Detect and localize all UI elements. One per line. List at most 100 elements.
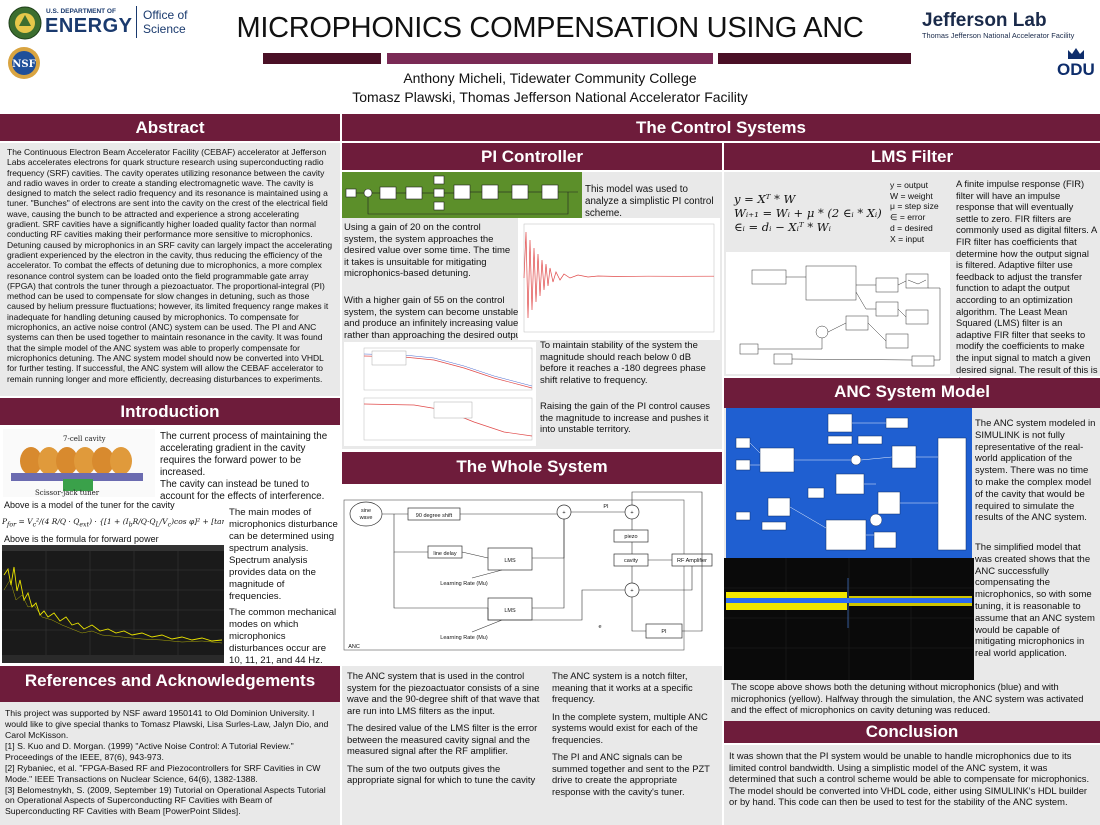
reference-2: [2] Rybaniec, et al. "FPGA-Based RF and …	[5, 762, 321, 784]
author-line-1: Anthony Micheli, Tidewater Community Col…	[403, 70, 697, 86]
diag-cavity-label: cavity	[624, 558, 638, 564]
lms-eq-1: y = Xᵀ * W	[734, 192, 796, 206]
whole-text-1b: The desired value of the LMS filter is t…	[347, 722, 538, 756]
anc-model-header: ANC System Model	[724, 378, 1100, 408]
nsf-text: NSF	[12, 59, 35, 70]
jlab-sub: Thomas Jefferson National Accelerator Fa…	[922, 31, 1075, 40]
whole-text-2a: The ANC system is a notch filter, meanin…	[552, 670, 693, 704]
doe-logo: U.S. DEPARTMENT OF ENERGY	[8, 6, 136, 40]
conclusion-body: It was shown that the PI system would be…	[729, 750, 1090, 808]
diag-anc-label: ANC	[348, 644, 360, 650]
diag-e-label: e	[598, 624, 601, 630]
whole-system-header: The Whole System	[342, 452, 722, 484]
anc-model-panel: The ANC system modeled in SIMULINK is no…	[724, 408, 1100, 721]
forward-power-formula: Pfor = Vc²/(4 R/Q · Qext) · {[1 + (IbR/Q…	[2, 517, 224, 529]
whole-system-text-panel: The ANC system that is used in the contr…	[342, 666, 722, 825]
intro-p1: The current process of maintaining the a…	[160, 431, 328, 478]
whole-system-diagram: sine wave 90 degree shift line delay LMS…	[343, 491, 713, 651]
doe-seal-icon	[8, 6, 42, 40]
tuner-label: Scissor-jack tuner	[35, 489, 100, 497]
poster-title: MICROPHONICS COMPENSATION USING ANC	[236, 12, 864, 44]
abstract-panel: The Continuous Electron Beam Accelerator…	[0, 143, 340, 396]
lms-eq-3: ∈ᵢ = dᵢ − Xᵢᵀ * Wᵢ	[734, 220, 831, 234]
intro-p3: The main modes of microphonics disturban…	[229, 507, 338, 602]
author-line-2: Tomasz Plawski, Thomas Jefferson Nationa…	[352, 89, 748, 105]
conclusion-panel: It was shown that the PI system would be…	[724, 745, 1100, 825]
header-bar-center	[387, 53, 713, 64]
spectrum-analyzer-figure	[2, 545, 224, 663]
anc-scope-plot	[724, 558, 974, 680]
lms-legend-y: y = output	[890, 180, 928, 190]
lms-filter-panel: y = Xᵀ * W Wᵢ₊₁ = Wᵢ + μ * (2 ∈ᵢ * Xᵢ) ∈…	[724, 172, 1100, 386]
science-text: Science	[143, 22, 186, 36]
diag-lms2-label: LMS	[504, 608, 516, 614]
introduction-panel: 7-cell cavity Scissor-jack tuner The cur…	[0, 427, 340, 666]
pi-controller-header: PI Controller	[342, 143, 722, 170]
intro-p2: The cavity can instead be tuned to accou…	[160, 479, 325, 502]
svg-text:+: +	[630, 510, 633, 516]
doe-big-text: ENERGY	[45, 15, 133, 37]
diag-piezo-label: piezo	[624, 534, 637, 540]
spectrum-trace	[3, 566, 223, 642]
abstract-header: Abstract	[0, 114, 340, 141]
lms-eq-2: Wᵢ₊₁ = Wᵢ + μ * (2 ∈ᵢ * Xᵢ)	[734, 206, 882, 220]
scope-blue-trace	[726, 598, 972, 603]
conclusion-header: Conclusion	[724, 721, 1100, 743]
whole-text-2c: The PI and ANC signals can be summed tog…	[552, 751, 710, 797]
reference-3: [3] Belomestnykh, S. (2009, September 19…	[5, 784, 326, 817]
lms-simulink-diagram	[726, 252, 950, 374]
nsf-logo-icon: NSF	[8, 47, 40, 79]
lms-equations: y = Xᵀ * W Wᵢ₊₁ = Wᵢ + μ * (2 ∈ᵢ * Xᵢ) ∈…	[734, 192, 894, 234]
anc-scope-caption: The scope above shows both the detuning …	[731, 682, 1084, 715]
whole-system-diagram-area: sine wave 90 degree shift line delay LMS…	[342, 486, 722, 664]
office-of-science: Office of Science	[143, 8, 187, 36]
introduction-header: Introduction	[0, 398, 340, 425]
pi-bode-plot	[344, 342, 536, 446]
odu-crown-icon	[1068, 48, 1084, 59]
anc-model-p1: The ANC system modeled in SIMULINK is no…	[975, 418, 1096, 524]
control-systems-header: The Control Systems	[342, 114, 1100, 141]
step-response-trace	[523, 231, 715, 319]
lms-legend-mu: μ = step size	[890, 201, 939, 212]
doe-small-text: U.S. DEPARTMENT OF	[46, 8, 116, 15]
lms-legend: y = output W = weight μ = step size ∈ = …	[890, 180, 952, 244]
diag-lr2-label: Learning Rate (Mu)	[440, 635, 488, 641]
whole-text-1c: The sum of the two outputs gives the app…	[347, 762, 536, 786]
diag-rfamp-label: RF Amplifier	[677, 558, 707, 564]
cavity-tuner-figure: 7-cell cavity Scissor-jack tuner	[3, 429, 155, 497]
cavity-cells	[20, 447, 132, 475]
diag-sum1-label: +	[562, 510, 565, 516]
lms-body-text: A finite impulse response (FIR) filter w…	[956, 178, 1098, 386]
pi-step-response-plot	[518, 218, 720, 340]
lms-legend-d: d = desired	[890, 222, 933, 233]
intro-caption-1: Above is a model of the tuner for the ca…	[4, 500, 175, 510]
pi-gain-raise-text: Raising the gain of the PI control cause…	[540, 401, 711, 436]
intro-p4: The common mechanical modes on which mic…	[229, 607, 337, 666]
diag-lms1-label: LMS	[504, 558, 516, 564]
svg-text:wave: wave	[359, 515, 373, 521]
jlab-name: Jefferson Lab	[922, 10, 1047, 31]
anc-model-p2: The simplified model that was created sh…	[975, 542, 1095, 660]
pi-gain20-text: Using a gain of 20 on the control system…	[344, 222, 511, 280]
diag-pi-label: PI	[661, 629, 667, 635]
pi-model-description: This model was used to analyze a simplis…	[585, 184, 714, 219]
odu-logo-text: ODU	[1057, 60, 1095, 79]
office-text: Office of	[143, 8, 188, 22]
whole-text-2b: In the complete system, multiple ANC sys…	[552, 710, 708, 745]
svg-text:+: +	[630, 588, 633, 594]
lms-filter-header: LMS Filter	[724, 143, 1100, 170]
pi-simulink-model	[342, 172, 582, 218]
references-header: References and Acknowledgements	[0, 666, 340, 702]
intro-caption-2: Above is the formula for forward power	[4, 534, 159, 544]
pi-gain55-text: With a higher gain of 55 on the control …	[344, 295, 527, 341]
lms-legend-w: W = weight	[890, 190, 933, 201]
references-panel: This project was supported by NSF award …	[0, 702, 340, 825]
pi-controller-panel: This model was used to analyze a simplis…	[342, 172, 722, 449]
abstract-body: The Continuous Electron Beam Accelerator…	[7, 147, 333, 384]
cavity-label: 7-cell cavity	[63, 435, 106, 443]
jlab-logo: Jefferson Lab Thomas Jefferson National …	[922, 10, 1097, 40]
diag-sine-label: sine	[361, 508, 371, 514]
diag-shift-label: 90 degree shift	[416, 513, 453, 519]
lms-legend-x: X = input	[890, 233, 925, 244]
header-bar-right	[718, 53, 911, 64]
